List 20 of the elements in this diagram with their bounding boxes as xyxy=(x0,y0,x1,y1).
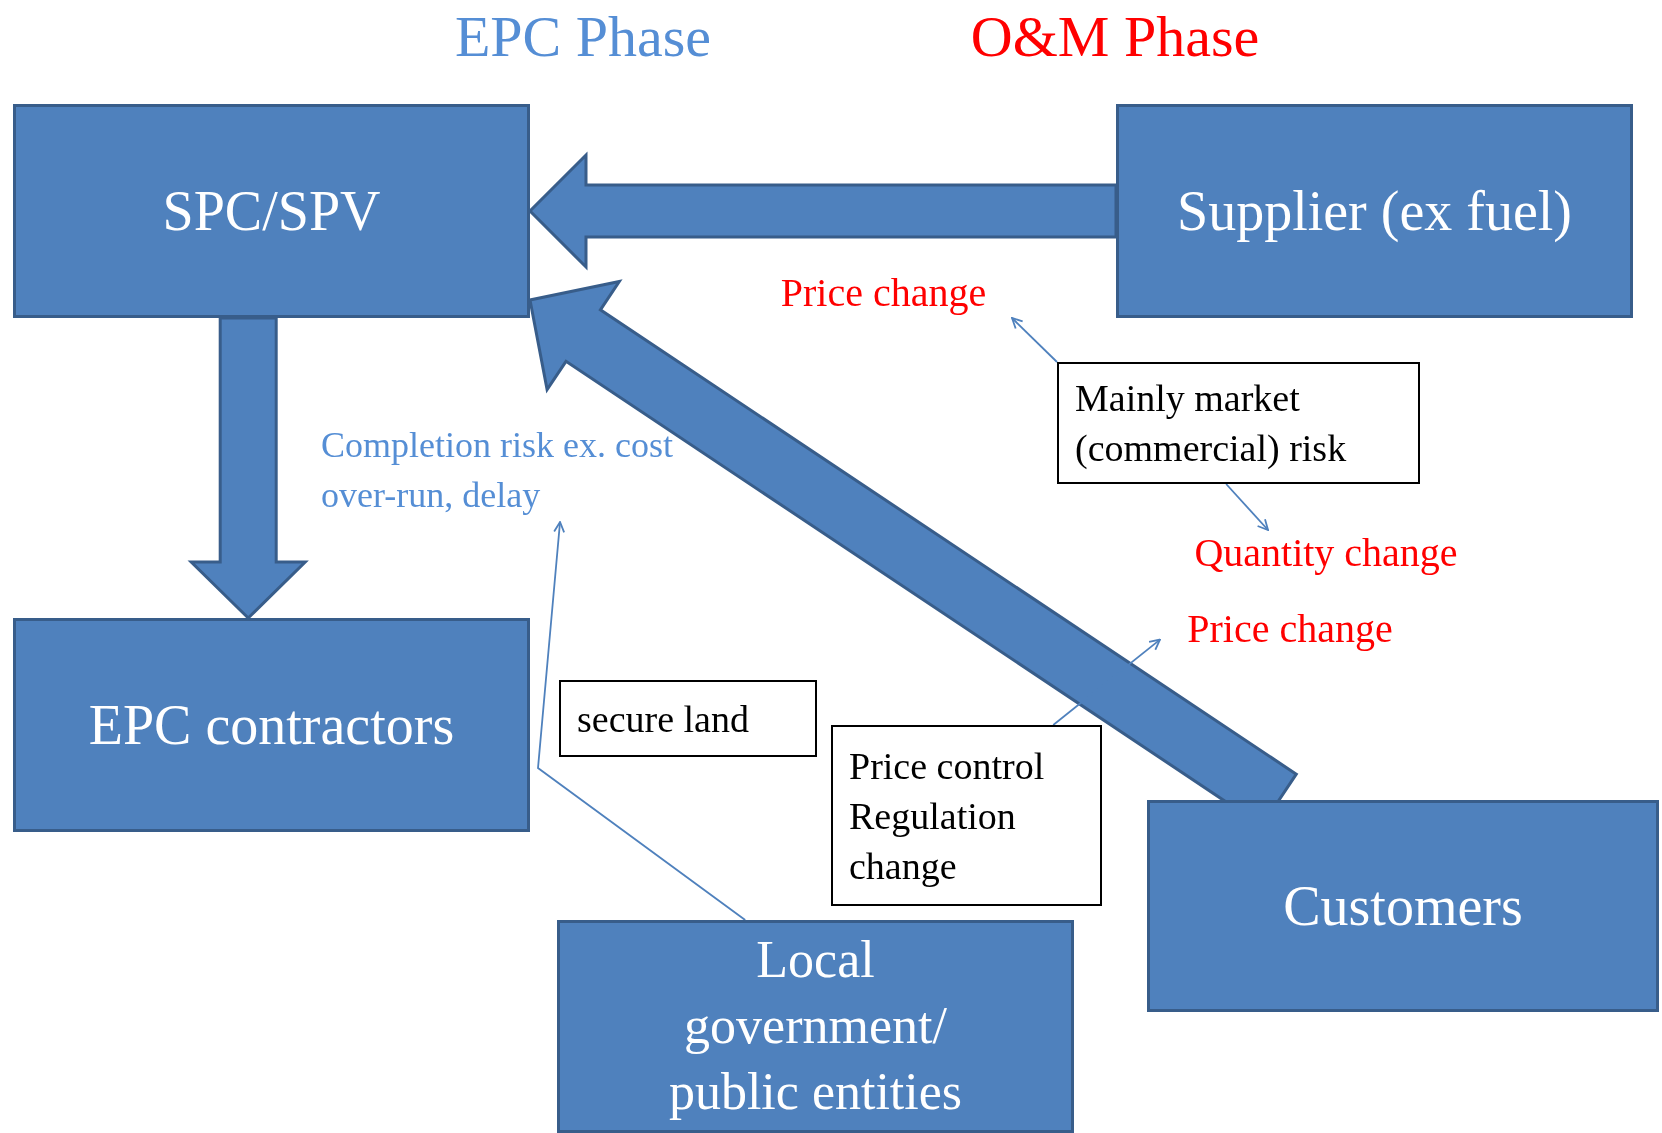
block-arrow xyxy=(187,316,309,621)
phase-heading: EPC Phase xyxy=(454,4,712,70)
phase-heading: O&M Phase xyxy=(970,4,1260,70)
risk-text: Price change xyxy=(755,270,1012,318)
arrow xyxy=(1011,317,1058,363)
risk-text: Price change xyxy=(1160,606,1420,654)
arrow xyxy=(537,521,747,921)
process-box: Supplier (ex fuel) xyxy=(1116,104,1633,318)
note-box: Mainly market (commercial) risk xyxy=(1057,362,1420,484)
note-box: secure land xyxy=(559,680,817,757)
risk-text: Completion risk ex. cost over-run, delay xyxy=(321,420,731,522)
process-box: Customers xyxy=(1147,800,1659,1012)
note-box: Price control Regulation change xyxy=(831,725,1102,906)
process-box: Local government/ public entities xyxy=(557,920,1074,1133)
risk-text: Quantity change xyxy=(1165,530,1487,579)
block-arrow xyxy=(527,151,1118,271)
process-box: EPC contractors xyxy=(13,618,530,832)
arrow xyxy=(1225,483,1269,531)
process-box: SPC/SPV xyxy=(13,104,530,318)
arrow xyxy=(1052,638,1161,726)
